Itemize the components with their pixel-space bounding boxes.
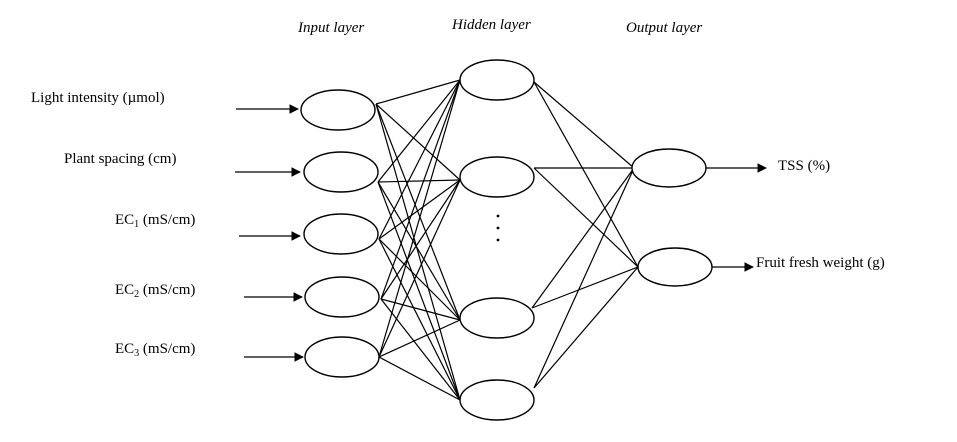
edge-input5-hidden4 [378, 356, 461, 401]
output-node-1 [631, 148, 707, 188]
ec3-main: EC [115, 341, 135, 357]
edge-input2-hidden4 [377, 181, 461, 401]
output-label-fruit-fresh-weight: Fruit fresh weight (g) [756, 255, 885, 271]
output-node-2 [637, 247, 713, 287]
edge-hidden1-output1 [533, 81, 635, 169]
edge-input4-hidden3 [380, 298, 461, 321]
edge-input3-hidden4 [378, 238, 461, 401]
output-layer-title: Output layer [626, 20, 703, 36]
hidden-node-4 [459, 379, 535, 421]
ellipsis-dot-1 [496, 214, 500, 218]
edge-input3-hidden1 [378, 79, 461, 240]
ec2-unit: (mS/cm) [139, 282, 196, 298]
edge-input3-hidden2 [378, 179, 461, 240]
hidden-node-1 [459, 59, 535, 101]
edge-input3-hidden3 [378, 238, 461, 321]
ec1-subscript: 1 [134, 219, 140, 230]
edge-input2-hidden1 [377, 79, 461, 183]
input-label-ec3: EC3 (mS/cm) [115, 340, 195, 360]
input-node-5 [304, 336, 380, 378]
edge-input2-hidden2 [377, 179, 461, 183]
input-node-3 [303, 213, 379, 255]
output-label-tss: TSS (%) [778, 158, 831, 174]
ec2-subscript: 2 [134, 289, 140, 300]
ec1-unit: (mS/cm) [139, 212, 196, 228]
edge-input4-hidden2 [380, 179, 461, 300]
input-label-ec2: EC2 (mS/cm) [115, 281, 195, 301]
edge-input5-hidden3 [378, 319, 461, 358]
ec1-main: EC [115, 212, 135, 228]
edge-input4-hidden4 [380, 298, 461, 401]
ellipsis-dot-3 [496, 238, 500, 242]
edge-input1-hidden3 [375, 103, 461, 321]
edge-hidden1-output2 [533, 81, 639, 268]
input-layer-title: Input layer [298, 20, 365, 36]
edge-hidden3-output1 [531, 167, 635, 309]
nodes [300, 59, 713, 421]
input-node-4 [304, 276, 380, 318]
edge-input1-hidden1 [375, 79, 461, 105]
ec3-subscript: 3 [134, 348, 140, 359]
ec3-unit: (mS/cm) [139, 341, 196, 357]
input-node-1 [300, 89, 376, 131]
input-label-plant-spacing: Plant spacing (cm) [64, 151, 177, 167]
edge-input5-hidden2 [378, 179, 461, 358]
input-hidden-connections [375, 79, 461, 401]
input-label-light-intensity: Light intensity (µmol) [31, 90, 165, 106]
hidden-layer-title: Hidden layer [452, 17, 531, 33]
edge-input5-hidden1 [378, 79, 461, 358]
edge-input1-hidden2 [375, 103, 461, 181]
edge-hidden3-output2 [531, 266, 639, 309]
edge-hidden4-output2 [533, 266, 639, 389]
input-label-ec1: EC1 (mS/cm) [115, 211, 195, 231]
edge-input4-hidden1 [380, 79, 461, 300]
edge-hidden4-output1 [533, 167, 635, 389]
hidden-node-3 [459, 297, 535, 339]
edge-input1-hidden4 [375, 103, 461, 401]
edge-hidden2-output2 [533, 167, 639, 268]
input-node-2 [303, 151, 379, 193]
hidden-ellipsis-dots [496, 214, 500, 242]
ellipsis-dot-2 [496, 226, 500, 230]
hidden-output-connections [531, 81, 639, 389]
edge-input2-hidden3 [377, 181, 461, 321]
arrows [235, 104, 767, 362]
hidden-node-2 [459, 156, 535, 198]
ec2-main: EC [115, 282, 135, 298]
